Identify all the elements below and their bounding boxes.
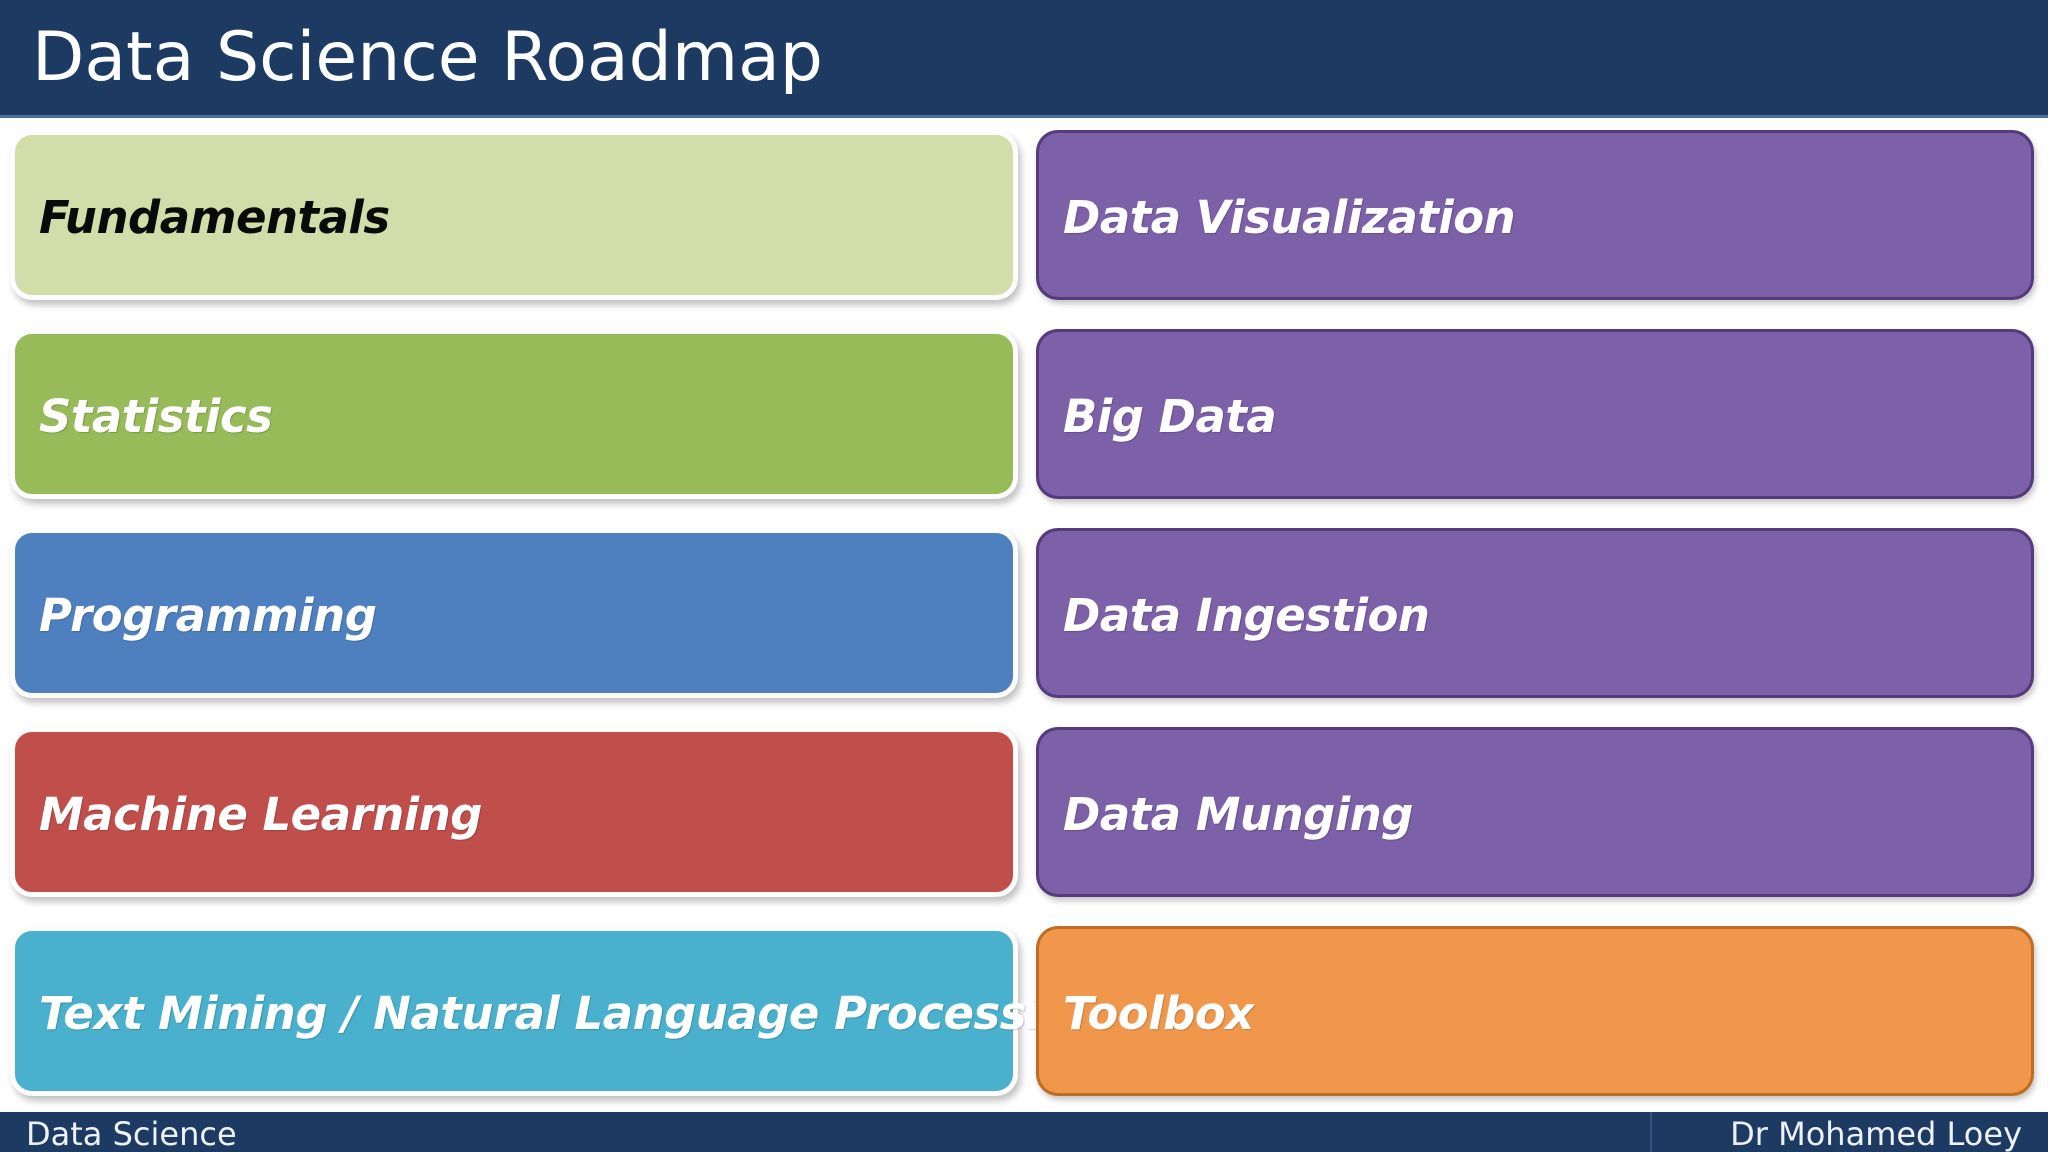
roadmap-left-column: Fundamentals Statistics Programming Mach… <box>0 130 1105 1105</box>
roadmap-item-programming[interactable]: Programming <box>10 528 1018 698</box>
roadmap-item-text-mining-nlp[interactable]: Text Mining / Natural Language Processin… <box>10 926 1105 1096</box>
roadmap-item-fundamentals[interactable]: Fundamentals <box>10 130 1018 300</box>
page-title: Data Science Roadmap <box>32 18 823 97</box>
slide-header-bar <box>0 0 2048 115</box>
roadmap-board: Fundamentals Statistics Programming Mach… <box>0 130 2048 1105</box>
roadmap-item-label: Data Munging <box>1063 787 1414 841</box>
roadmap-item-statistics[interactable]: Statistics <box>10 329 1018 499</box>
roadmap-item-label: Data Visualization <box>1063 190 1516 244</box>
footer-divider <box>1650 1112 1652 1152</box>
roadmap-item-label: Toolbox <box>1063 986 1254 1040</box>
roadmap-item-data-visualization[interactable]: Data Visualization <box>1036 130 2034 300</box>
slide-footer-bar: Data Science Dr Mohamed Loey <box>0 1112 2048 1152</box>
roadmap-item-label: Machine Learning <box>39 787 482 841</box>
roadmap-item-data-munging[interactable]: Data Munging <box>1036 727 2034 897</box>
roadmap-item-machine-learning[interactable]: Machine Learning <box>10 727 1018 897</box>
footer-author-label: Dr Mohamed Loey <box>1730 1115 2022 1152</box>
header-underline <box>0 115 2048 118</box>
roadmap-item-label: Statistics <box>39 389 273 443</box>
roadmap-item-label: Programming <box>39 588 377 642</box>
roadmap-right-column: Data Visualization Big Data Data Ingesti… <box>1028 130 2048 1105</box>
roadmap-item-data-ingestion[interactable]: Data Ingestion <box>1036 528 2034 698</box>
roadmap-item-label: Data Ingestion <box>1063 588 1430 642</box>
roadmap-item-toolbox[interactable]: Toolbox <box>1036 926 2034 1096</box>
roadmap-item-label: Text Mining / Natural Language Processin… <box>39 986 1105 1040</box>
footer-course-label: Data Science <box>26 1115 237 1152</box>
roadmap-item-big-data[interactable]: Big Data <box>1036 329 2034 499</box>
roadmap-item-label: Big Data <box>1063 389 1277 443</box>
roadmap-item-label: Fundamentals <box>39 190 390 244</box>
